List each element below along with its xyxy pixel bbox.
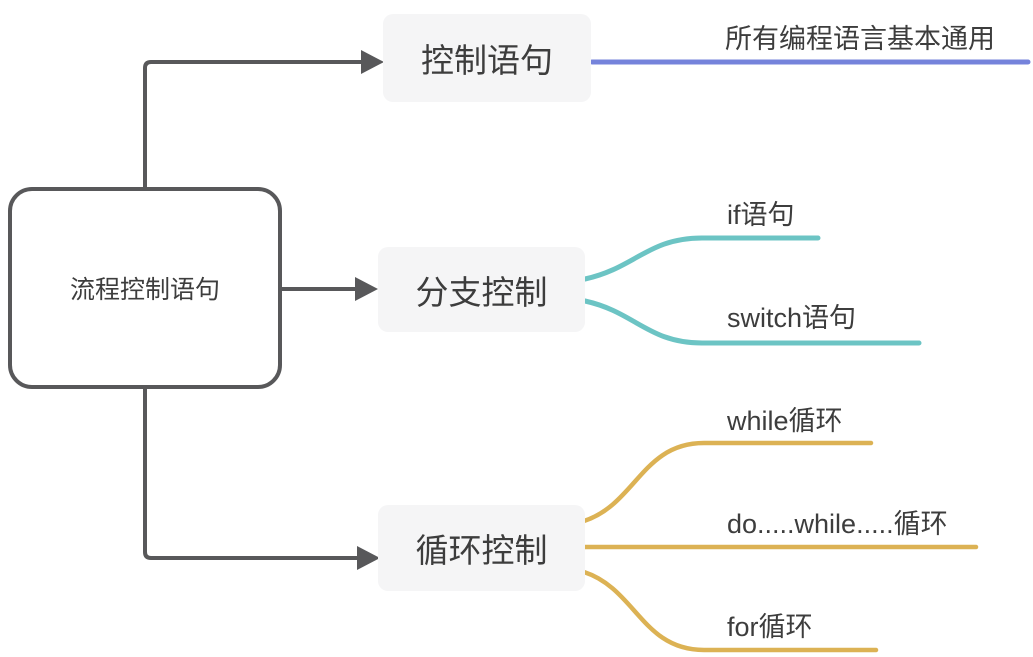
branch-line-for: [581, 569, 879, 653]
node-root-label: 流程控制语句: [69, 276, 220, 304]
leaf-universal-note[interactable]: 所有编程语言基本通用: [725, 24, 995, 54]
arrowhead-branch: [355, 277, 378, 301]
leaf-switch-statement[interactable]: switch语句: [727, 303, 857, 333]
arrowhead-control: [361, 50, 384, 74]
branch-line-switch: [582, 298, 922, 346]
branch-line-while: [581, 440, 874, 524]
leaf-while-loop[interactable]: while循环: [727, 406, 843, 436]
branch-line-if: [582, 235, 821, 282]
node-branch-control[interactable]: 分支控制: [378, 247, 585, 332]
leaf-for-loop[interactable]: for循环: [727, 612, 813, 642]
leaf-dowhile-loop[interactable]: do.....while.....循环: [727, 509, 948, 539]
leaf-if-statement[interactable]: if语句: [727, 200, 795, 230]
connector-root-to-loop: [143, 388, 358, 560]
connector-root-to-control: [143, 60, 362, 189]
node-branch-control-label: 分支控制: [415, 273, 548, 311]
arrowhead-loop: [357, 546, 380, 570]
node-loop-control[interactable]: 循环控制: [378, 505, 585, 591]
node-control-statements[interactable]: 控制语句: [383, 14, 591, 102]
node-loop-control-label: 循环控制: [415, 532, 548, 569]
node-root[interactable]: 流程控制语句: [8, 187, 282, 389]
node-control-statements-label: 控制语句: [421, 42, 553, 79]
